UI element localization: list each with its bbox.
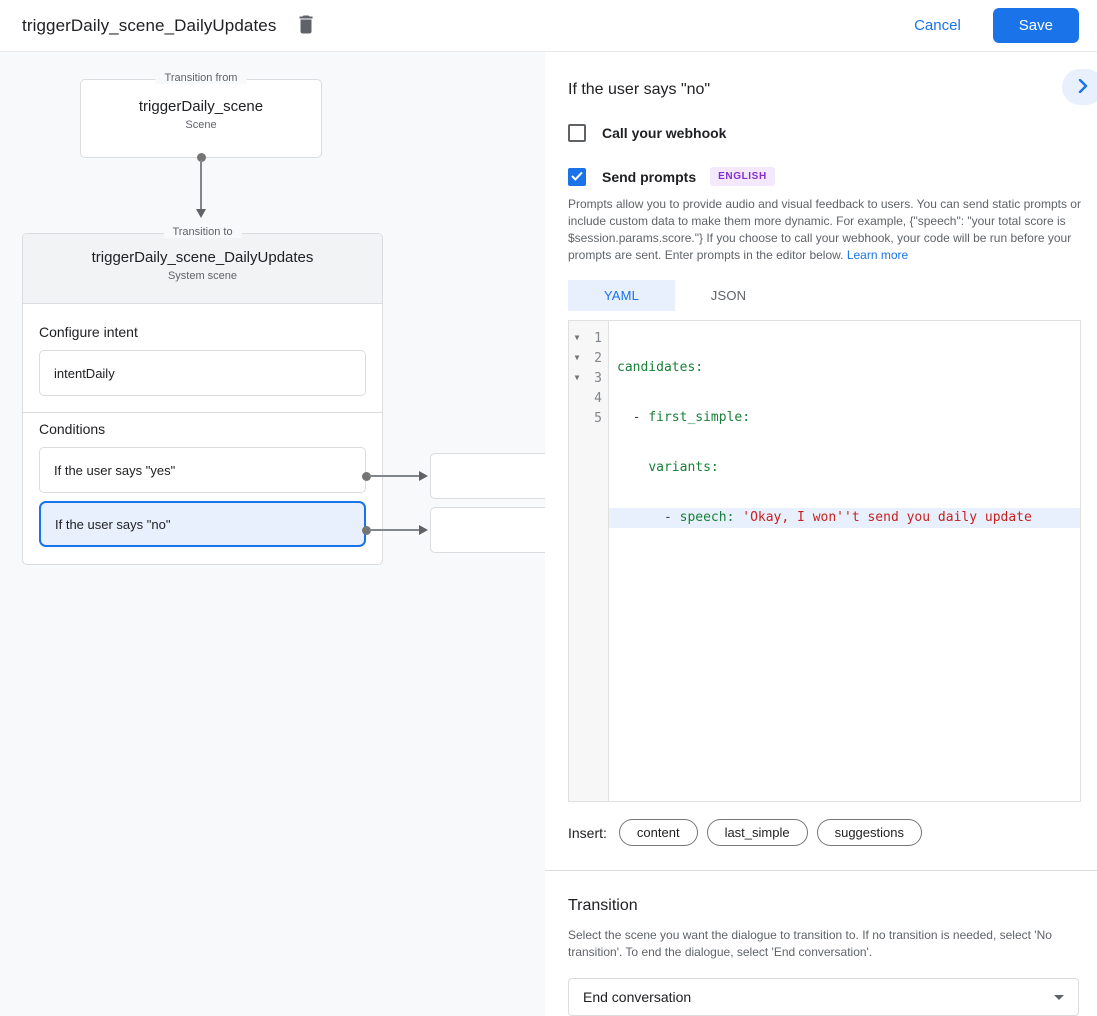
connector-dot bbox=[362, 526, 371, 535]
configure-intent-label: Configure intent bbox=[39, 324, 138, 340]
connector-line-vertical bbox=[200, 160, 202, 210]
connector-dot bbox=[362, 472, 371, 481]
arrowhead-right-icon bbox=[419, 471, 428, 481]
learn-more-link[interactable]: Learn more bbox=[846, 248, 909, 262]
yaml-code-editor: ▼ 1 ▼ 2 ▼ 3 4 5 candidates: - first_simple:… bbox=[568, 320, 1081, 802]
intent-name: intentDaily bbox=[54, 365, 115, 381]
fold-toggle-icon[interactable]: ▼ bbox=[574, 353, 580, 362]
call-webhook-checkbox[interactable] bbox=[568, 124, 586, 142]
connector-line-horizontal bbox=[369, 475, 419, 477]
yaml-punct bbox=[617, 460, 648, 475]
dropdown-caret-icon bbox=[1054, 994, 1064, 1000]
line-number: 4 bbox=[594, 390, 602, 406]
delete-button[interactable] bbox=[294, 14, 318, 38]
insert-chip-content[interactable]: content bbox=[618, 819, 698, 846]
connector-line-horizontal bbox=[369, 529, 419, 531]
webhook-row: Call your webhook bbox=[568, 124, 1097, 142]
code-line-4-active: - speech: 'Okay, I won''t send you daily… bbox=[609, 508, 1080, 528]
code-line-3: variants: bbox=[609, 458, 1080, 478]
transition-title: Transition bbox=[568, 897, 638, 914]
condition-label: If the user says "no" bbox=[55, 516, 171, 532]
code-line-2: - first_simple: bbox=[609, 408, 1080, 428]
save-button[interactable]: Save bbox=[992, 8, 1079, 43]
code-line-5 bbox=[609, 558, 1080, 578]
fold-toggle-icon[interactable]: ▼ bbox=[574, 333, 580, 342]
transition-target-no[interactable] bbox=[430, 507, 545, 553]
node-divider bbox=[23, 412, 382, 413]
to-scene-type: System scene bbox=[167, 270, 238, 282]
yaml-key: candidates: bbox=[617, 360, 704, 375]
chevron-right-icon bbox=[1078, 78, 1089, 96]
insert-chip-suggestions[interactable]: suggestions bbox=[816, 819, 922, 846]
from-scene-name: triggerDaily_scene bbox=[138, 98, 264, 115]
yaml-string: 'Okay, I won''t send you daily update bbox=[742, 510, 1032, 525]
send-prompts-checkbox[interactable] bbox=[568, 167, 586, 186]
prompts-description: Prompts allow you to provide audio and v… bbox=[568, 196, 1082, 264]
code-line-1: candidates: bbox=[609, 358, 1080, 378]
prompts-description-text: Prompts allow you to provide audio and v… bbox=[568, 197, 1081, 262]
to-scene-header[interactable]: triggerDaily_scene_DailyUpdates System s… bbox=[23, 234, 382, 304]
send-prompts-row: Send prompts ENGLISH bbox=[568, 167, 1097, 186]
yaml-key: speech: bbox=[679, 510, 743, 525]
condition-item-yes[interactable]: If the user says "yes" bbox=[39, 447, 366, 493]
condition-detail-panel: If the user says "no" Call your webhook … bbox=[545, 52, 1097, 1016]
condition-title: If the user says "no" bbox=[568, 81, 711, 98]
intent-item[interactable]: intentDaily bbox=[39, 350, 366, 396]
insert-row: Insert: content last_simple suggestions bbox=[568, 819, 1097, 846]
line-number: 5 bbox=[594, 410, 602, 426]
checkmark-icon bbox=[571, 168, 583, 186]
transition-to-node: Transition to triggerDaily_scene_DailyUp… bbox=[22, 226, 383, 565]
insert-chip-last-simple[interactable]: last_simple bbox=[706, 819, 808, 846]
yaml-punct: - bbox=[617, 510, 680, 525]
transition-select[interactable]: End conversation bbox=[568, 978, 1079, 1016]
cancel-button[interactable]: Cancel bbox=[898, 9, 977, 42]
fold-toggle-icon[interactable]: ▼ bbox=[574, 373, 580, 382]
transition-description: Select the scene you want the dialogue t… bbox=[568, 928, 1052, 959]
top-bar: triggerDaily_scene_DailyUpdates Cancel S… bbox=[0, 0, 1097, 52]
editor-format-tabs: YAML JSON bbox=[568, 280, 1097, 311]
code-area[interactable]: candidates: - first_simple: variants: - … bbox=[609, 321, 1080, 801]
transition-from-node[interactable]: Transition from triggerDaily_scene Scene bbox=[80, 72, 322, 158]
page-title: triggerDaily_scene_DailyUpdates bbox=[22, 15, 277, 35]
tab-yaml[interactable]: YAML bbox=[568, 280, 675, 311]
transition-select-value: End conversation bbox=[583, 989, 692, 1005]
arrowhead-right-icon bbox=[419, 525, 428, 535]
transition-from-legend: Transition from bbox=[155, 72, 247, 84]
line-number: 2 bbox=[594, 350, 602, 366]
condition-label: If the user says "yes" bbox=[54, 462, 176, 478]
transition-target-yes[interactable] bbox=[430, 453, 545, 499]
line-number: 1 bbox=[594, 330, 602, 346]
from-scene-type: Scene bbox=[185, 119, 217, 131]
yaml-punct: - bbox=[617, 410, 649, 425]
transition-to-legend: Transition to bbox=[163, 226, 242, 238]
editor-gutter: ▼ 1 ▼ 2 ▼ 3 4 5 bbox=[569, 321, 609, 801]
insert-label: Insert: bbox=[568, 824, 607, 841]
arrowhead-down-icon bbox=[196, 209, 206, 218]
trash-icon bbox=[297, 14, 315, 37]
condition-item-no[interactable]: If the user says "no" bbox=[39, 501, 366, 547]
connector-dot bbox=[197, 153, 206, 162]
conditions-label: Conditions bbox=[39, 421, 106, 437]
yaml-key: variants: bbox=[648, 460, 719, 475]
section-divider bbox=[545, 870, 1097, 871]
line-number: 3 bbox=[594, 370, 602, 386]
tab-json[interactable]: JSON bbox=[710, 288, 747, 303]
to-scene-name: triggerDaily_scene_DailyUpdates bbox=[91, 249, 314, 266]
flow-canvas: Transition from triggerDaily_scene Scene… bbox=[0, 52, 545, 1016]
yaml-key: first_simple: bbox=[648, 410, 751, 425]
call-webhook-label: Call your webhook bbox=[602, 125, 727, 141]
collapse-panel-button[interactable] bbox=[1062, 69, 1097, 105]
to-scene-body: Configure intent intentDaily Conditions … bbox=[23, 304, 382, 547]
send-prompts-label: Send prompts bbox=[602, 168, 697, 185]
language-badge: ENGLISH bbox=[710, 167, 775, 186]
